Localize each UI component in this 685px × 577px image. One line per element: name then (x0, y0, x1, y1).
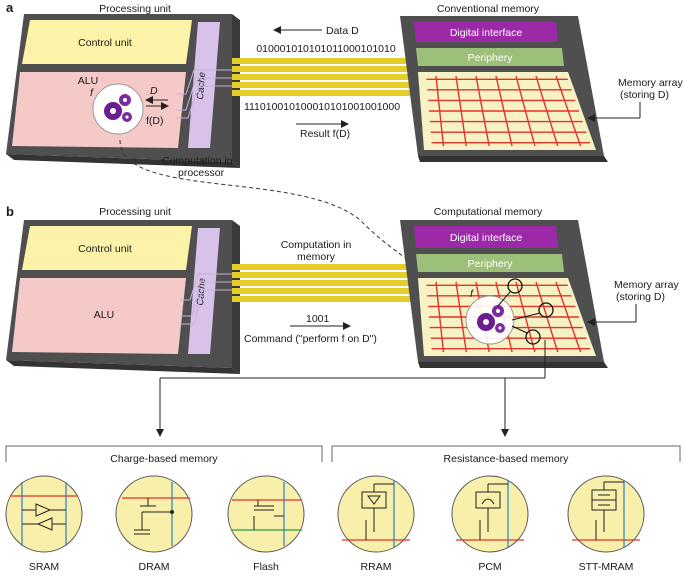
group-brackets (5, 445, 681, 462)
memory-array-label-a: Memory array (618, 77, 684, 89)
selected-cells-b (507, 278, 554, 345)
data-bus-a (232, 58, 412, 96)
result-label-a: Result f(D) (300, 128, 350, 140)
alu-label-a: ALU (78, 75, 98, 87)
flash-cell (227, 475, 305, 553)
grid-column-line (535, 75, 559, 147)
processing-unit-title-a: Processing unit (99, 3, 171, 15)
computation-label-b-1: Computation in (281, 239, 352, 251)
digital-interface-label-b: Digital interface (450, 232, 523, 244)
computation-note-a-1: Computation in (162, 155, 233, 167)
periphery-label-b: Periphery (468, 258, 514, 270)
panel-a-label: a (6, 0, 14, 15)
cell-label-stt-mram: STT-MRAM (579, 561, 634, 573)
grid-column-line (515, 75, 536, 147)
cell-label-sram: SRAM (29, 561, 59, 573)
alu-fd-label-a: f(D) (146, 115, 164, 127)
memory-title-a: Conventional memory (437, 3, 540, 15)
cache-wires-a (176, 69, 232, 119)
periphery-label-a: Periphery (468, 52, 514, 64)
control-unit-block-a (22, 20, 192, 64)
memory-grid-a (426, 75, 591, 147)
data-label-a: Data D (326, 25, 359, 37)
grid-column-line (435, 281, 445, 353)
cell-label-dram: DRAM (139, 561, 170, 573)
computation-note-a-2: processor (178, 167, 225, 179)
array-f-label-b: f (470, 288, 474, 300)
grid-column-line (455, 281, 467, 353)
grid-column-line (495, 75, 513, 147)
processing-unit-title-b: Processing unit (99, 206, 171, 218)
sram-cell (5, 475, 83, 553)
digital-interface-label-a: Digital interface (450, 27, 523, 39)
cell-label-flash: Flash (253, 561, 279, 573)
gears-icon-a (104, 94, 132, 122)
control-unit-block-b (22, 226, 192, 270)
alu-f-label-a: f (90, 87, 94, 99)
grid-column-line (435, 75, 445, 147)
cache-block-a (188, 22, 220, 148)
control-unit-label-a: Control unit (78, 37, 132, 49)
grid-column-line (475, 75, 490, 147)
periphery-block-b (416, 254, 564, 272)
alu-block-b (12, 278, 186, 354)
digital-interface-block-a (414, 22, 558, 42)
memory-array-sub-b: (storing D) (616, 291, 665, 303)
grid-column-line (455, 75, 467, 147)
periphery-block-a (416, 48, 564, 66)
cell-label-rram: RRAM (361, 561, 392, 573)
memory-array-sub-a: (storing D) (620, 89, 669, 101)
command-label-b: Command ("perform f on D") (244, 333, 377, 345)
grid-column-line (555, 75, 582, 147)
memory-array-label-b: Memory array (614, 279, 680, 291)
digital-interface-block-b (414, 226, 558, 248)
gears-icon-b (477, 305, 505, 333)
computation-label-b-2: memory (297, 251, 336, 263)
alu-d-label-a: D (150, 85, 158, 97)
resistance-group-label: Resistance-based memory (444, 453, 570, 465)
grid-column-line (555, 281, 582, 353)
result-bits-a: 111010010100010101001001000 (244, 101, 400, 113)
data-bits-a: 010001010101011000101010 (256, 43, 396, 55)
command-bits-b: 1001 (306, 313, 330, 325)
dram-cell (115, 475, 193, 553)
cell-links-b (497, 291, 541, 334)
stt-mram-cell (567, 475, 645, 553)
memory-title-b: Computational memory (434, 206, 543, 218)
panel-b-label: b (6, 204, 14, 219)
alu-label-b: ALU (94, 309, 114, 321)
cache-wires-b (180, 273, 232, 325)
control-unit-label-b: Control unit (78, 243, 132, 255)
charge-group-label: Charge-based memory (110, 453, 218, 465)
cell-label-pcm: PCM (478, 561, 501, 573)
tree-connector (156, 340, 546, 437)
pcm-cell (451, 475, 529, 553)
data-bus-b (232, 264, 412, 302)
cache-block-b (188, 228, 220, 354)
rram-cell (337, 475, 415, 553)
